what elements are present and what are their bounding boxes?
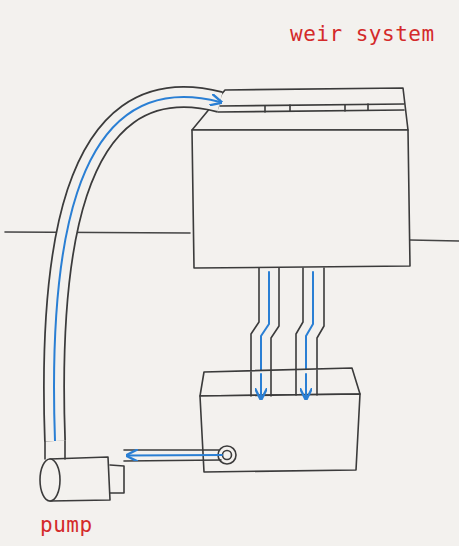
weir-outline <box>190 88 410 268</box>
node-label: weir system <box>290 22 435 46</box>
pump-outline <box>38 455 124 502</box>
node-label: pump <box>40 513 93 537</box>
flow-arrow <box>260 374 262 398</box>
ground-line <box>5 232 190 233</box>
reservoir-front <box>200 394 360 472</box>
ground-line <box>410 240 459 241</box>
outlet <box>223 451 232 460</box>
flow-arrow <box>305 374 307 398</box>
reservoir-top <box>200 368 360 396</box>
flow-arrow <box>128 454 222 457</box>
riser-pipe <box>54 97 220 441</box>
suction-pipe <box>124 450 221 461</box>
pump-body: pump <box>38 455 124 502</box>
weir-box: weir system <box>190 88 410 268</box>
